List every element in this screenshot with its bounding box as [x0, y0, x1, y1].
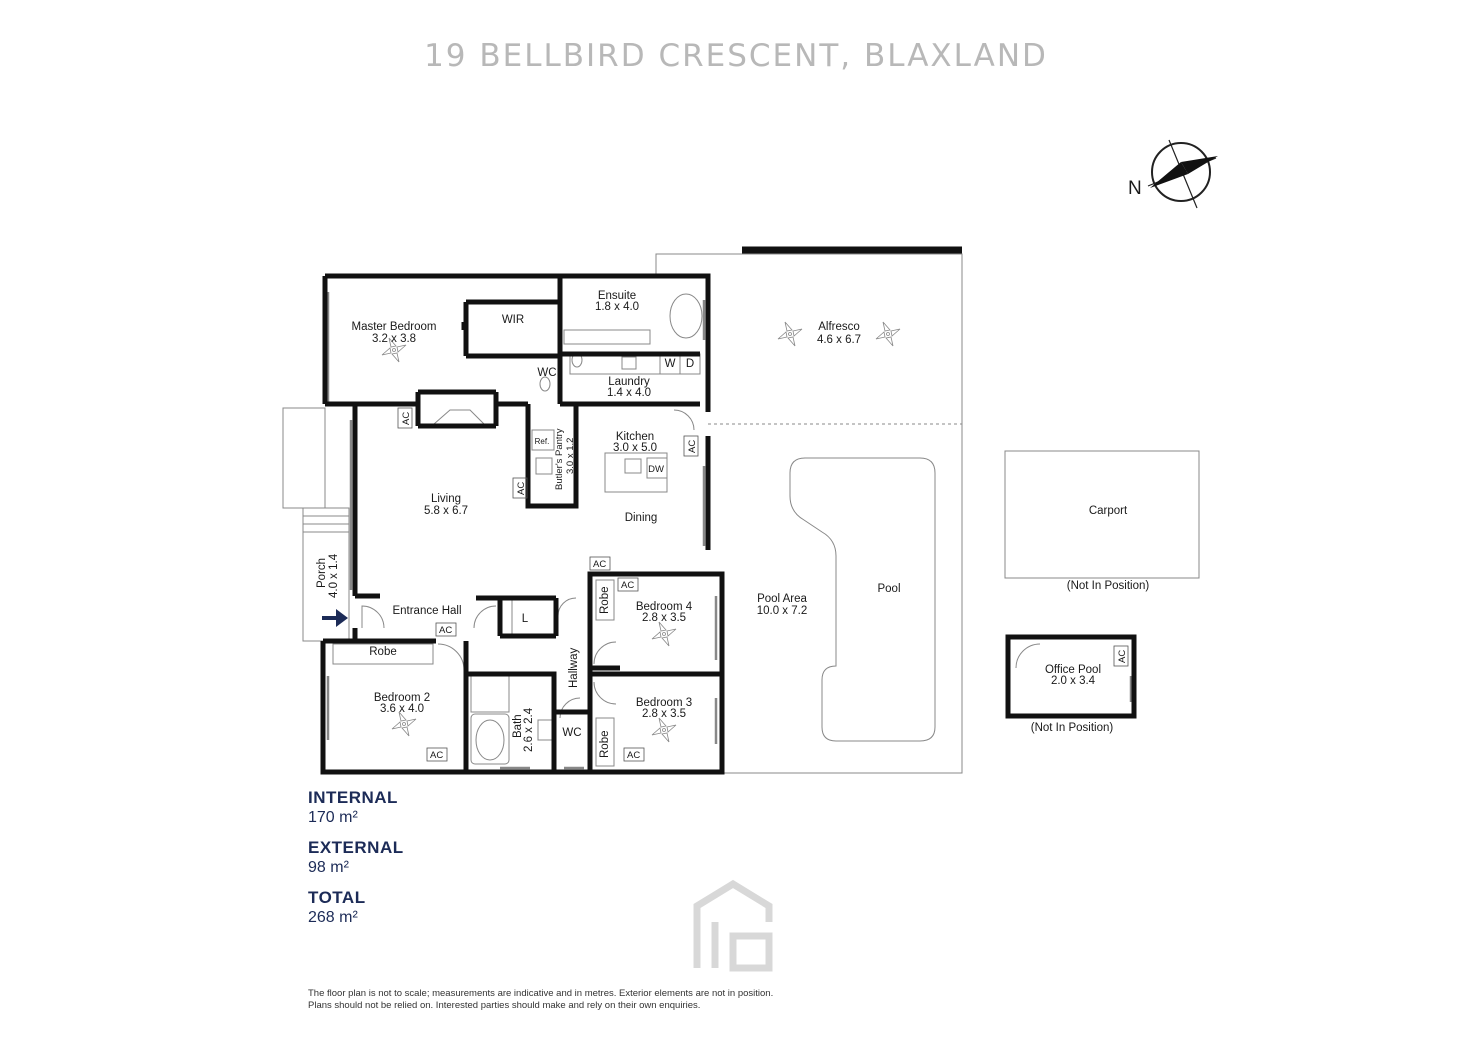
ceiling-fan-icon [651, 717, 677, 743]
office-pool-note: (Not In Position) [1031, 722, 1114, 734]
disclaimer-line: Plans should not be relied on. Intereste… [308, 999, 701, 1011]
area-summary: INTERNAL 170 m² EXTERNAL 98 m² TOTAL 268… [308, 788, 404, 938]
compass-north-label: N [1128, 178, 1142, 199]
pool-shape [789, 457, 936, 742]
walls [320, 246, 1137, 775]
ensuite-size: 1.8 x 4.0 [595, 301, 639, 313]
living-size: 5.8 x 6.7 [424, 505, 468, 517]
master-bedroom-size: 3.2 x 3.8 [372, 333, 416, 345]
ceiling-fan-icon [875, 321, 901, 347]
linen-label: L [522, 613, 529, 625]
bedroom3-size: 2.8 x 3.5 [642, 708, 686, 720]
fridge-label: Ref. [535, 437, 550, 446]
butlers-pantry-size: 3.0 x 1.2 [565, 438, 576, 474]
pool-area-size: 10.0 x 7.2 [757, 605, 808, 617]
area-total: TOTAL 268 m² [308, 888, 404, 927]
office-pool-name: Office Pool [1045, 664, 1101, 676]
bedroom4-robe-label: Robe [599, 587, 611, 615]
entrance-hall-label: Entrance Hall [392, 605, 461, 617]
living-name: Living [431, 493, 461, 505]
ceiling-fan-icon [777, 321, 803, 347]
carport-name: Carport [1089, 505, 1128, 517]
bath-name: Bath [512, 714, 524, 738]
laundry-name: Laundry [608, 376, 650, 388]
ac-label: AC [439, 625, 452, 636]
master-bedroom-name: Master Bedroom [351, 321, 436, 333]
area-internal-value: 170 m² [308, 809, 358, 826]
brand-logo-icon [693, 879, 773, 972]
porch-name: Porch [316, 558, 328, 588]
area-internal: INTERNAL 170 m² [308, 788, 404, 827]
bedroom4-size: 2.8 x 3.5 [642, 612, 686, 624]
wc-upper-label: WC [537, 367, 556, 379]
ac-label: AC [430, 750, 443, 761]
pool-area-name: Pool Area [757, 593, 807, 605]
washer-label: W [665, 358, 676, 370]
laundry-size: 1.4 x 4.0 [607, 387, 651, 399]
bedroom2-robe-label: Robe [369, 646, 397, 658]
bedroom2-size: 3.6 x 4.0 [380, 703, 424, 715]
dryer-label: D [686, 358, 694, 370]
bedroom3-name: Bedroom 3 [636, 697, 692, 709]
carport-note: (Not In Position) [1067, 580, 1150, 592]
area-external-value: 98 m² [308, 859, 349, 876]
area-external: EXTERNAL 98 m² [308, 838, 404, 877]
ac-label: AC [401, 412, 412, 425]
ensuite-name: Ensuite [598, 290, 636, 302]
entry-arrow-icon [322, 609, 348, 627]
ac-label: AC [621, 580, 634, 591]
kitchen-name: Kitchen [616, 431, 654, 443]
disclaimer: The floor plan is not to scale; measurem… [308, 988, 868, 1011]
bedroom4-name: Bedroom 4 [636, 601, 693, 613]
ac-label: AC [593, 559, 606, 570]
bedroom2-name: Bedroom 2 [374, 692, 430, 704]
kitchen-size: 3.0 x 5.0 [613, 442, 657, 454]
hallway-label: Hallway [568, 647, 580, 688]
bath-size: 2.6 x 2.4 [523, 707, 535, 752]
area-total-value: 268 m² [308, 909, 358, 926]
ac-label: AC [687, 440, 698, 453]
area-external-label: EXTERNAL [308, 838, 404, 857]
ceiling-fan-icon [651, 621, 677, 647]
page-title: 19 BELLBIRD CRESCENT, BLAXLAND [424, 38, 1048, 74]
compass-icon: N [1128, 139, 1218, 209]
porch-size: 4.0 x 1.4 [328, 553, 340, 598]
carport-outline [1004, 450, 1200, 579]
ac-label: AC [516, 482, 527, 495]
ac-label: AC [1117, 650, 1128, 663]
dining-label: Dining [625, 512, 658, 524]
area-total-label: TOTAL [308, 888, 366, 907]
ceiling-fan-icon [391, 711, 417, 737]
pool-label: Pool [877, 583, 900, 595]
office-pool-size: 2.0 x 3.4 [1051, 675, 1096, 687]
ac-label: AC [627, 750, 640, 761]
butlers-pantry-name: Butler's Pantry [554, 428, 565, 490]
dishwasher-label: DW [648, 464, 664, 475]
area-internal-label: INTERNAL [308, 788, 398, 807]
bedroom3-robe-label: Robe [599, 731, 611, 759]
wc-lower-label: WC [562, 727, 581, 739]
disclaimer-line: The floor plan is not to scale; measurem… [308, 988, 774, 999]
wir-label: WIR [502, 314, 524, 326]
alfresco-size: 4.6 x 6.7 [817, 334, 861, 346]
alfresco-name: Alfresco [818, 321, 860, 333]
